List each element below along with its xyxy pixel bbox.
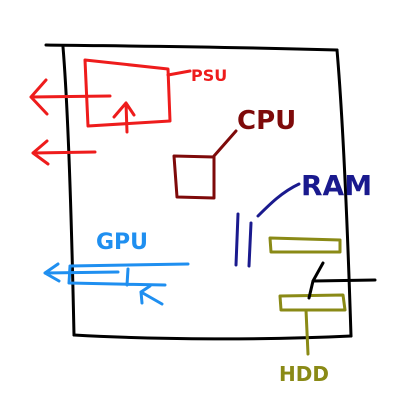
arrow-right-icon [307,261,377,300]
case-right-edge [335,48,353,338]
arrow-up-icon [112,101,136,134]
hdd-label-connector [304,308,310,356]
case-left-edge [61,45,76,337]
psu-label: PSU [191,66,227,85]
gpu-label: GPU [96,230,148,255]
arrow-left-icon [31,139,97,166]
psu-group [29,58,192,166]
ram-label-connector [256,182,301,218]
case-outline [44,43,353,341]
psu-label-connector [166,69,192,77]
ram-label: RAM [301,169,372,202]
case-bottom-edge [72,333,353,341]
ram-slot-1 [234,212,240,267]
hdd-label: HDD [279,362,329,386]
cpu-box [172,154,216,200]
cpu-label: CPU [237,106,296,136]
gpu-group [43,262,190,306]
ram-group [234,182,301,268]
cpu-label-connector [212,129,238,158]
arrow-left-icon [43,262,120,283]
ram-slot-2 [247,221,253,268]
hdd-group [268,236,347,356]
gpu-card [67,262,190,287]
arrow-up-icon [139,284,164,306]
hdd-drive [278,293,347,312]
case-top-edge [44,43,339,52]
psu-box [83,58,172,128]
arrow-left-icon [29,78,112,116]
cpu-group [172,129,238,200]
hdd-bay-upper [268,236,342,254]
